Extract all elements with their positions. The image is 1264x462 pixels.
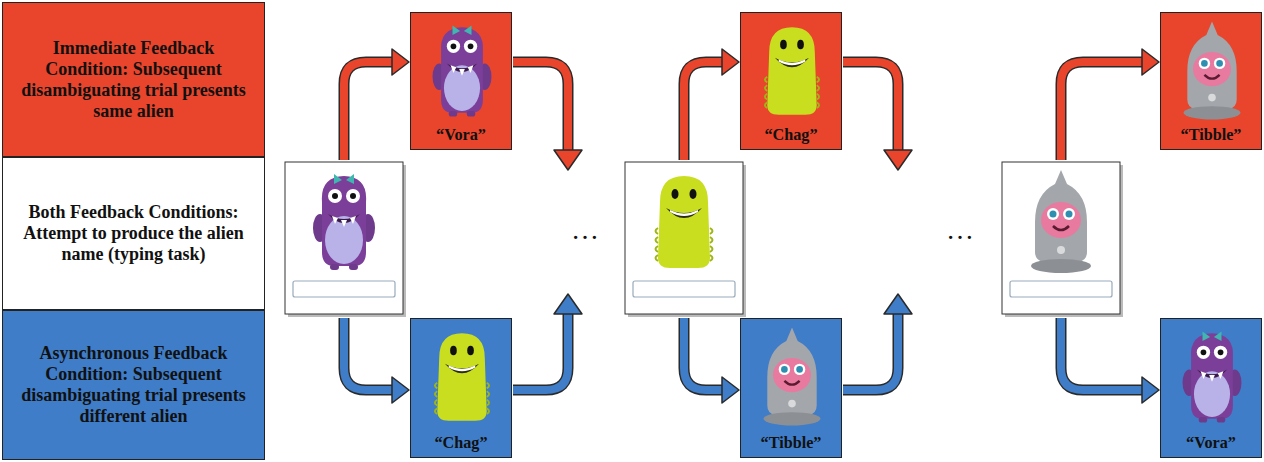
- flow-arrow: [1061, 318, 1144, 390]
- flow-arrow: [513, 312, 568, 390]
- arrow-head: [554, 150, 582, 170]
- arrow-head: [884, 150, 912, 170]
- flow-arrow: [1061, 62, 1144, 160]
- alien-figure: [656, 176, 713, 268]
- flow-arrow: [684, 318, 724, 390]
- alien-name: “Vora”: [436, 126, 486, 145]
- alien-figure: [433, 25, 492, 116]
- feedback-box: “Vora”: [410, 12, 512, 150]
- flow-arrow: [513, 312, 568, 390]
- flow-arrow: [684, 62, 724, 160]
- flow-arrow: [513, 62, 568, 152]
- arrow-head: [1142, 49, 1159, 75]
- flow-arrow: [843, 62, 898, 152]
- arrow-head: [722, 49, 739, 75]
- alien-figure: [313, 174, 375, 270]
- feedback-box: “Chag”: [410, 318, 512, 458]
- flow-arrow: [1061, 318, 1144, 390]
- alien-figure: [1184, 22, 1241, 120]
- trial-card: [625, 162, 746, 317]
- alien-figure: [765, 27, 819, 114]
- flow-arrow: [344, 62, 394, 160]
- alien-name: “Tibble”: [1181, 126, 1242, 145]
- condition-text: Immediate Feedback Condition: Subsequent…: [21, 38, 246, 122]
- flow-arrow: [684, 62, 724, 160]
- arrow-head: [392, 49, 409, 75]
- flow-arrow: [1061, 62, 1144, 160]
- alien-name: “Vora”: [1186, 434, 1236, 453]
- arrow-head: [1142, 377, 1159, 403]
- arrow-head: [392, 377, 409, 403]
- condition-text: Both Feedback Conditions: Attempt to pro…: [21, 202, 246, 265]
- feedback-box: “Tibble”: [1160, 12, 1262, 150]
- arrow-head: [554, 294, 582, 314]
- flow-arrow: [684, 318, 724, 390]
- text-input: [293, 281, 395, 297]
- flow-arrow: [843, 312, 898, 390]
- alien-name: “Chag”: [434, 434, 487, 453]
- alien-figure: [1031, 170, 1091, 273]
- flow-arrow: [344, 318, 394, 390]
- trial-card: [285, 162, 406, 317]
- flow-arrow: [344, 62, 394, 160]
- text-input: [633, 281, 735, 297]
- alien-name: “Chag”: [764, 126, 817, 145]
- ellipsis-mark: …: [946, 214, 974, 246]
- arrow-head: [722, 377, 739, 403]
- alien-figure: [764, 328, 821, 426]
- condition-label: Immediate Feedback Condition: Subsequent…: [2, 2, 265, 157]
- flow-arrow: [513, 62, 568, 152]
- text-input: [1010, 281, 1112, 297]
- ellipsis-mark: …: [571, 214, 599, 246]
- arrow-head: [884, 294, 912, 314]
- trial-card: [1002, 162, 1123, 317]
- condition-text: Asynchronous Feedback Condition: Subsequ…: [21, 343, 246, 427]
- alien-figure: [1183, 331, 1242, 422]
- condition-label: Both Feedback Conditions: Attempt to pro…: [2, 157, 265, 310]
- alien-figure: [435, 333, 489, 420]
- feedback-box: “Chag”: [740, 12, 842, 150]
- flow-arrow: [843, 312, 898, 390]
- feedback-box: “Vora”: [1160, 318, 1262, 458]
- condition-label: Asynchronous Feedback Condition: Subsequ…: [2, 310, 265, 460]
- flow-arrow: [843, 62, 898, 152]
- feedback-box: “Tibble”: [740, 318, 842, 458]
- alien-name: “Tibble”: [761, 434, 822, 453]
- flow-arrow: [344, 318, 394, 390]
